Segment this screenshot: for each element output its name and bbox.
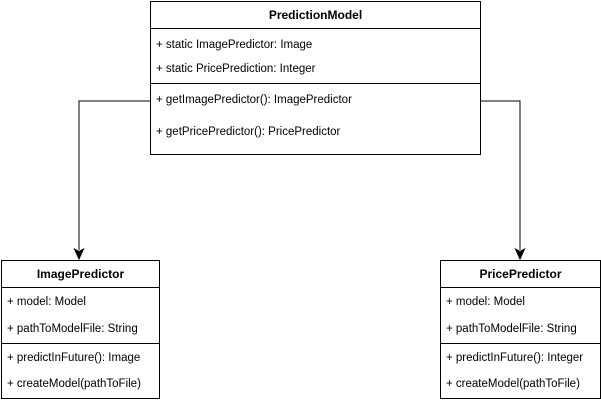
class-price-predictor[interactable]: PricePredictor + model: Model + pathToMo… xyxy=(440,260,601,399)
method: + createModel(pathToFile) xyxy=(7,378,141,390)
attribute-section: + static ImagePredictor: Image + static … xyxy=(151,29,480,84)
attribute: + model: Model xyxy=(7,296,86,308)
arrowhead-icon xyxy=(73,247,85,261)
method: + predictInFuture(): Integer xyxy=(446,352,584,364)
attribute-section: + model: Model + pathToModelFile: String xyxy=(2,288,159,344)
class-name: PredictionModel xyxy=(151,2,480,29)
attribute: + model: Model xyxy=(446,296,525,308)
attribute: + pathToModelFile: String xyxy=(446,323,577,335)
method-section: + predictInFuture(): Integer + createMod… xyxy=(441,344,600,398)
attribute-section: + model: Model + pathToModelFile: String xyxy=(441,288,600,344)
edge-prediction-model-to-price-predictor xyxy=(481,100,526,261)
attribute: + pathToModelFile: String xyxy=(7,323,138,335)
class-image-predictor[interactable]: ImagePredictor + model: Model + pathToMo… xyxy=(1,260,160,399)
method-section: + predictInFuture(): Image + createModel… xyxy=(2,344,159,398)
method: + predictInFuture(): Image xyxy=(7,352,141,364)
class-prediction-model[interactable]: PredictionModel + static ImagePredictor:… xyxy=(150,1,481,155)
class-name: ImagePredictor xyxy=(2,261,159,288)
attribute: + static PricePrediction: Integer xyxy=(156,63,316,75)
class-name: PricePredictor xyxy=(441,261,600,288)
attribute: + static ImagePredictor: Image xyxy=(156,39,313,51)
method: + getPricePredictor(): PricePredictor xyxy=(156,126,341,138)
arrowhead-icon xyxy=(514,247,526,261)
method-section: + getImagePredictor(): ImagePredictor + … xyxy=(151,84,480,152)
method: + getImagePredictor(): ImagePredictor xyxy=(156,94,352,106)
edge-prediction-model-to-image-predictor xyxy=(73,100,150,261)
method: + createModel(pathToFile) xyxy=(446,378,580,390)
